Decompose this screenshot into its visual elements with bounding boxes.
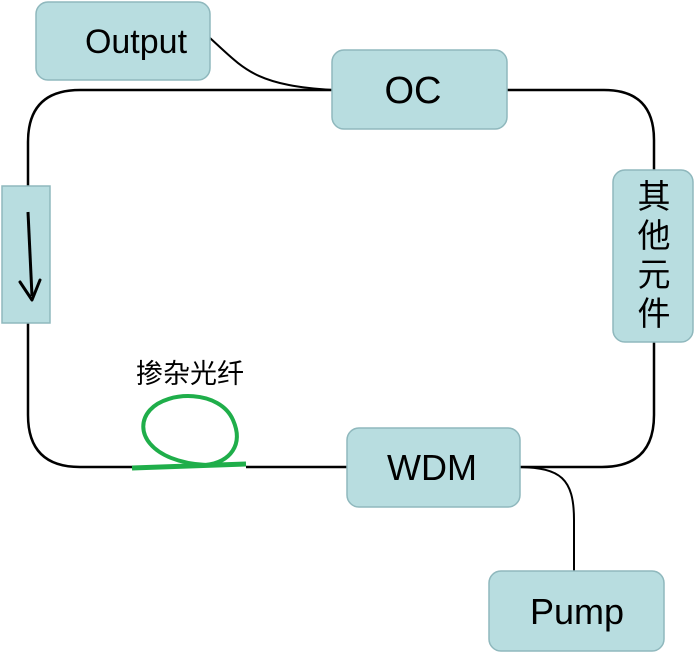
isolator-box <box>1 185 51 324</box>
other-components-char-2: 他 <box>638 216 671 255</box>
doped-fiber-label: 掺杂光纤 <box>136 359 244 390</box>
isolator-node <box>1 185 51 324</box>
pump-label: Pump <box>530 591 624 632</box>
other-components-char-4: 件 <box>638 294 671 333</box>
down-arrow-icon <box>18 211 42 302</box>
ring-connector-top-left <box>26 88 332 186</box>
output-connector <box>209 37 333 91</box>
doped-fiber-coil <box>131 394 247 471</box>
output-node: Output <box>35 1 211 81</box>
oc-node: OC <box>331 49 508 130</box>
ring-connector-bottom-left <box>26 323 132 469</box>
fiber-loop <box>141 394 239 468</box>
other-components-char-3: 元 <box>638 255 671 294</box>
ring-connector-right-bottom <box>520 342 656 469</box>
wdm-label: WDM <box>387 447 477 488</box>
oc-box <box>331 49 508 130</box>
oc-label: OC <box>385 70 442 112</box>
other-components-node: 其 他 元 件 <box>612 169 694 343</box>
fiber-base <box>131 461 247 471</box>
other-components-char-1: 其 <box>638 177 671 216</box>
pump-connector <box>519 466 575 571</box>
output-box <box>35 1 211 81</box>
output-label: Output <box>85 23 188 61</box>
wdm-box <box>346 427 521 508</box>
pump-box <box>488 570 665 652</box>
ring-connector-top-right <box>507 88 656 170</box>
other-components-box <box>612 169 694 343</box>
pump-node: Pump <box>488 570 665 652</box>
wdm-node: WDM <box>346 427 521 508</box>
